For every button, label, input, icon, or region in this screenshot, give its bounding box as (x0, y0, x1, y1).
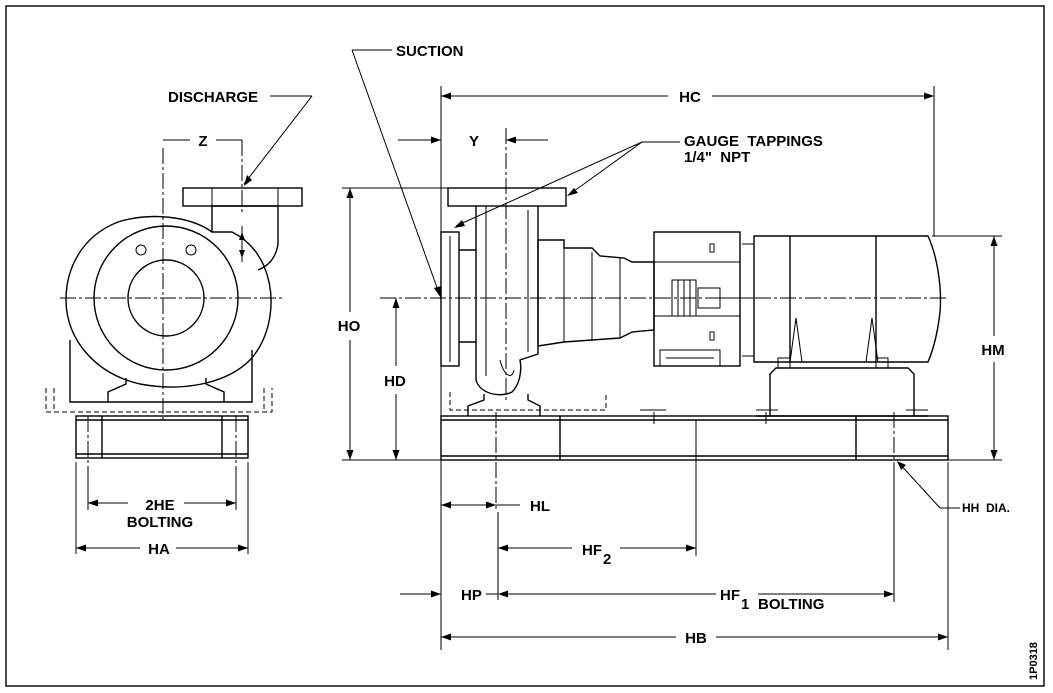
baseplate (440, 415, 949, 461)
discharge-label: DISCHARGE (168, 89, 258, 106)
drawing-border (5, 5, 1045, 687)
dim-hm-label: HM (981, 342, 1004, 359)
dim-hd-label: HD (384, 373, 406, 390)
side-view (342, 49, 1002, 650)
suction-label: SUCTION (396, 43, 464, 60)
end-view (45, 95, 313, 554)
dim-hc-label: HC (679, 89, 701, 106)
dim-hf1-label: HF1 (720, 587, 749, 613)
dim-hp-label: HP (461, 587, 482, 604)
end-view-bolt-hole-left (135, 244, 147, 256)
end-view-pedestal (69, 340, 253, 403)
dim-hf2-main: HF (582, 542, 602, 559)
gauge-tappings-label: GAUGE TAPPINGS (684, 133, 823, 150)
drawing-number: 1P0318 (1028, 642, 1040, 680)
end-view-base (75, 415, 249, 459)
motor-support (769, 367, 915, 416)
dim-hf1-subscript: 1 (741, 596, 749, 613)
dim-hl-label: HL (530, 498, 550, 515)
end-view-bolt-hole-right (185, 244, 197, 256)
hh-dia-label: HH DIA. (962, 501, 1010, 515)
dim-z-label: Z (198, 133, 207, 150)
coupling-guard (653, 231, 741, 367)
dim-hf1-bolting-label: BOLTING (758, 596, 824, 613)
pump-casing (475, 206, 539, 396)
side-discharge-flange (447, 187, 567, 207)
dim-ho-label: HO (338, 318, 361, 335)
dim-hf1-main: HF (720, 587, 740, 604)
dim-hf2-subscript: 2 (603, 551, 611, 568)
dim-hb-label: HB (685, 630, 707, 647)
dim-2he-bolting-label: BOLTING (127, 514, 193, 531)
bearing-housing (537, 239, 655, 347)
dim-y-label: Y (469, 133, 479, 150)
dim-2he-label: 2HE (145, 497, 174, 514)
dim-hf2-label: HF2 (582, 542, 611, 568)
dim-ha-label: HA (148, 541, 170, 558)
end-view-volute (65, 215, 272, 388)
gauge-tappings-size-label: 1/4" NPT (684, 149, 750, 166)
motor (753, 235, 942, 363)
end-view-discharge-neck (211, 205, 279, 271)
